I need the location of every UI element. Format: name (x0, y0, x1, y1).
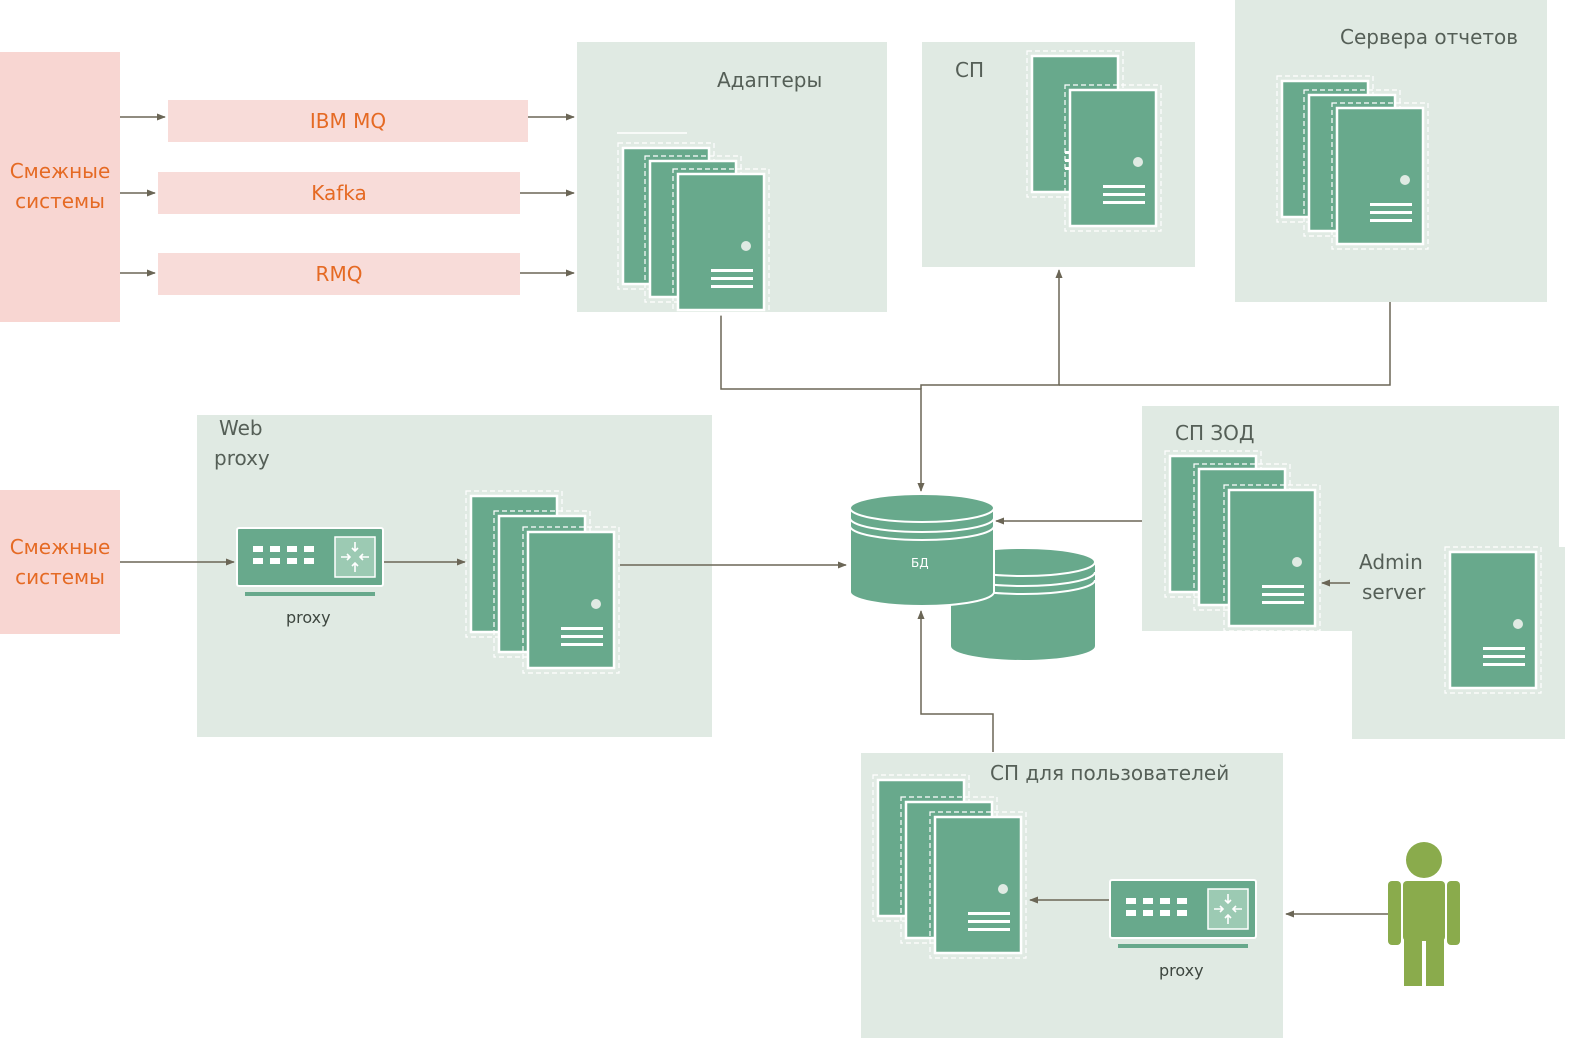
external-systems-top (0, 52, 120, 322)
external-systems-bottom (0, 490, 120, 634)
user-person-icon (1388, 842, 1460, 986)
proxy-web-label: proxy (286, 608, 331, 627)
zone-web-proxy-label-1: Web (219, 416, 263, 440)
queue-ibm-mq: IBM MQ (168, 100, 528, 142)
zone-sp-users-label: СП для пользователей (990, 761, 1230, 785)
db-primary-cylinder (849, 493, 995, 607)
zone-adapters-label: Адаптеры (717, 68, 823, 92)
external-systems-bottom-label: Смежные системы (9, 535, 111, 589)
zone-report-servers-label: Сервера отчетов (1340, 25, 1519, 49)
proxy-users-label: proxy (1159, 961, 1204, 980)
db-label: БД (911, 556, 929, 570)
zone-admin-label-2: server (1362, 580, 1426, 604)
queue-kafka: Kafka (158, 172, 520, 214)
zone-admin-label-1: Admin (1359, 550, 1423, 574)
zone-sp-label: СП (955, 58, 985, 82)
external-systems-top-label: Смежные системы (9, 159, 111, 213)
zone-sp-zod-label: СП ЗОД (1175, 421, 1255, 445)
zone-web-proxy-label-2: proxy (214, 446, 270, 470)
queue-rmq: RMQ (158, 253, 520, 295)
